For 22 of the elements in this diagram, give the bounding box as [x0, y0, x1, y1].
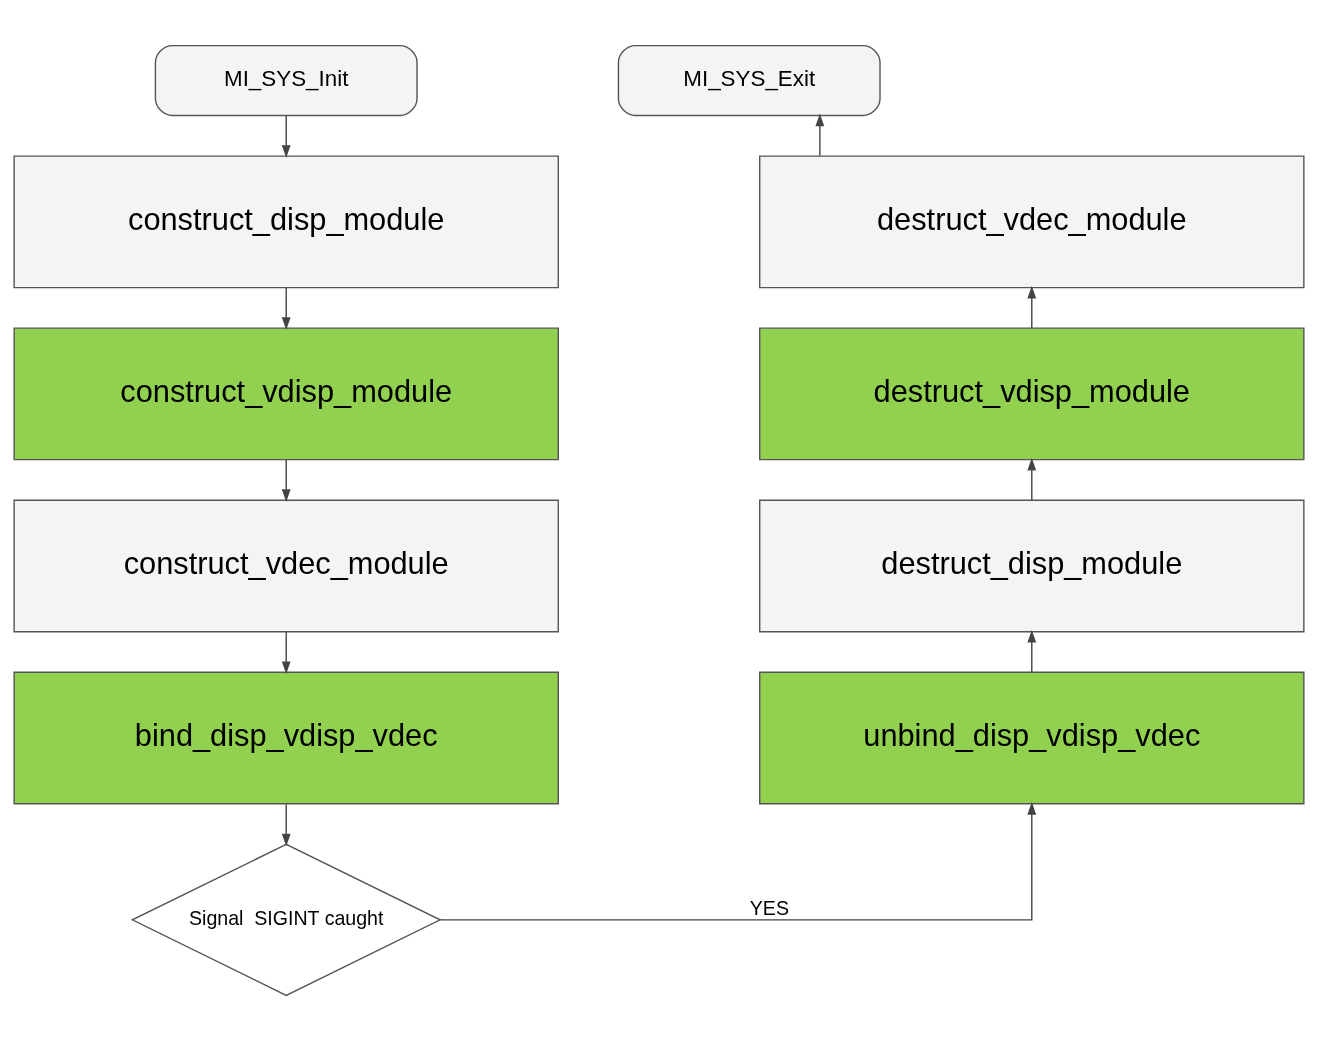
node-box: MI_SYS_Init — [154, 44, 418, 116]
node-box: MI_SYS_Exit — [617, 44, 881, 116]
edge-label: YES — [749, 896, 789, 919]
node-box: destruct_vdec_module — [759, 154, 1305, 288]
node-box: unbind_disp_vdisp_vdec — [759, 671, 1305, 804]
node-box: destruct_vdisp_module — [759, 326, 1305, 460]
arrow — [281, 114, 291, 158]
arrow — [439, 801, 1037, 921]
arrow — [1027, 629, 1037, 673]
arrow — [1027, 457, 1037, 501]
arrow — [281, 630, 291, 674]
arrow — [281, 458, 291, 502]
node-box: construct_vdec_module — [13, 499, 559, 632]
arrow — [815, 113, 825, 156]
arrow — [281, 802, 291, 846]
arrow — [281, 286, 291, 330]
node-box: construct_vdisp_module — [13, 326, 559, 460]
arrow — [1027, 285, 1037, 329]
node-box: destruct_disp_module — [759, 499, 1305, 632]
node-box: construct_disp_module — [13, 154, 559, 288]
node-diamond: Signal SIGINT caught — [130, 843, 442, 996]
node-box: bind_disp_vdisp_vdec — [13, 671, 559, 804]
